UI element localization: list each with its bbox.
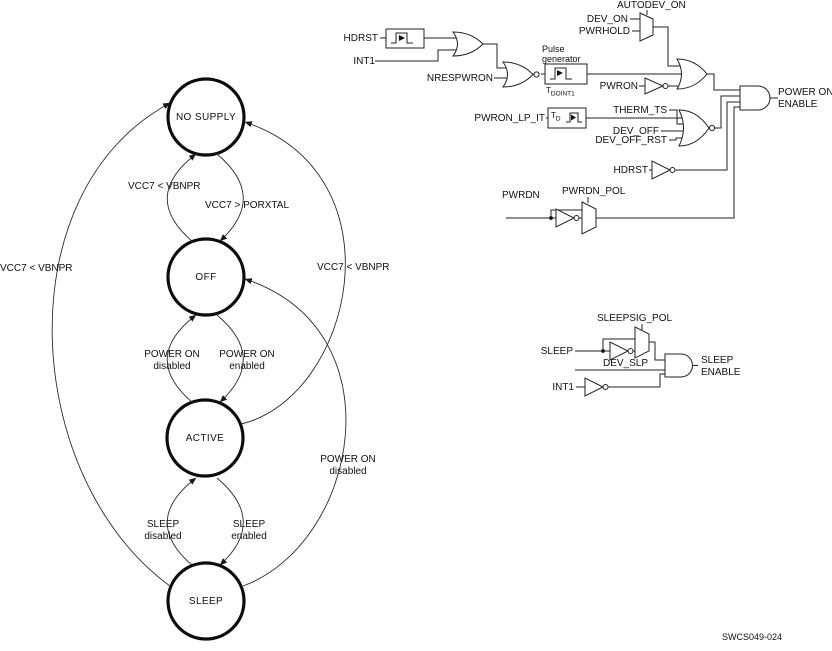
arc-off-to-active <box>216 314 244 403</box>
inverter-int1 <box>584 377 609 397</box>
signal-label-hdrst: HDRST <box>343 33 378 44</box>
state-label-sleep: SLEEP <box>188 596 224 607</box>
figure-code: SWCS049-024 <box>722 632 783 642</box>
sleep-enable-label: SLEEP ENABLE <box>701 355 741 378</box>
transition-label-sleep-to-off: POWER ON disabled <box>320 454 376 477</box>
or-gate-power-on <box>676 58 708 90</box>
state-circle-active <box>165 398 245 478</box>
transition-label-active-to-no-supply: VCC7 < VBNPR <box>317 262 390 273</box>
nor-gate-dev-off <box>678 109 716 147</box>
sleep-circuit-wires <box>575 324 698 388</box>
signal-label-pwron: PWRON <box>599 81 638 92</box>
signal-label-dev-off-rst: DEV_OFF_RST <box>595 135 667 146</box>
inverter-pwron <box>644 77 669 95</box>
state-circle-no-supply <box>166 77 246 157</box>
delay-box-td <box>547 107 587 129</box>
transition-label-no-supply-to-off: VCC7 > PORXTAL <box>205 200 290 211</box>
mux-autodev-on <box>639 12 654 42</box>
transition-label-sleep-to-no-supply: VCC7 < VBNPR <box>0 263 73 274</box>
signal-label-dev-off: DEV_OFF <box>612 126 659 137</box>
pulse-generator-label: Pulse generator <box>542 44 581 64</box>
state-circles <box>165 77 246 641</box>
junction-dot <box>549 216 553 220</box>
mux-sleepsig-pol <box>634 326 650 359</box>
signal-label-nrespwron: NRESPWRON <box>426 73 493 84</box>
signal-label-pwrdn: PWRDN <box>502 190 540 201</box>
t-doint1-label: TDOINT1 <box>546 86 575 98</box>
signal-label-hdrst2: HDRST <box>613 165 648 176</box>
arc-active-to-no-supply <box>240 121 346 425</box>
inverter-pwrdn <box>549 208 582 228</box>
pulse-generator-box <box>544 63 588 85</box>
arc-sleep-to-no-supply <box>51 102 171 587</box>
arc-no-supply-to-off <box>216 153 244 242</box>
td-box-label: TD <box>551 111 561 123</box>
signal-label-therm-ts: THERM_TS <box>613 105 667 116</box>
edge-arrow-icon <box>399 35 405 41</box>
state-circle-off <box>166 237 246 317</box>
transition-label-active-to-off: POWER ON disabled <box>144 349 200 372</box>
and-gate-power-on-enable <box>739 85 771 111</box>
arc-active-to-off <box>166 314 197 404</box>
nor-gate-nrespwron <box>502 61 540 88</box>
inverter-hdrst <box>651 160 676 180</box>
transition-label-off-to-active: POWER ON enabled <box>219 349 275 372</box>
signal-label-int1: INT1 <box>353 56 375 67</box>
signal-label-autodev-on: AUTODEV_ON <box>617 0 686 11</box>
signal-label-dev-on: DEV_ON <box>586 14 628 25</box>
signal-label-dev-slp: DEV_SLP <box>602 358 648 369</box>
signal-label-pwron-lp-it: PWRON_LP_IT <box>474 113 545 124</box>
signal-label-int1-sleep: INT1 <box>552 382 574 393</box>
mux-pwrdn-pol <box>581 201 597 235</box>
state-circle-sleep <box>166 561 246 641</box>
power-on-enable-label: POWER ON ENABLE <box>778 87 832 110</box>
transition-arcs <box>51 102 347 587</box>
arc-sleep-to-off <box>242 278 347 587</box>
transition-label-off-to-no-supply: VCC7 < VBNPR <box>128 181 201 192</box>
transition-label-active-to-sleep: SLEEP enabled <box>231 519 267 542</box>
delay-arrow-icon <box>571 114 576 121</box>
pulse-arrow-icon <box>557 70 563 76</box>
state-label-off: OFF <box>195 272 217 283</box>
transition-label-sleep-to-active: SLEEP disabled <box>144 519 182 542</box>
arc-active-to-sleep <box>216 477 244 566</box>
inverter-sleep <box>601 341 634 361</box>
edge-detect-box-hdrst <box>385 28 425 49</box>
junction-dot <box>601 349 605 353</box>
signal-label-pwrdn-pol: PWRDN_POL <box>562 186 626 197</box>
or-gate-hdrst-int1 <box>452 31 484 57</box>
arc-sleep-to-active <box>166 477 197 567</box>
signal-label-sleep: SLEEP <box>540 346 573 357</box>
state-label-active: ACTIVE <box>185 433 225 444</box>
and-gate-sleep-enable <box>664 353 693 378</box>
state-label-no-supply: NO SUPPLY <box>175 112 237 123</box>
arc-off-to-no-supply <box>166 153 197 243</box>
signal-label-pwrhold: PWRHOLD <box>578 26 630 37</box>
power-on-circuit-wires <box>375 10 778 219</box>
signal-label-sleepsig-pol: SLEEPSIG_POL <box>597 313 673 324</box>
